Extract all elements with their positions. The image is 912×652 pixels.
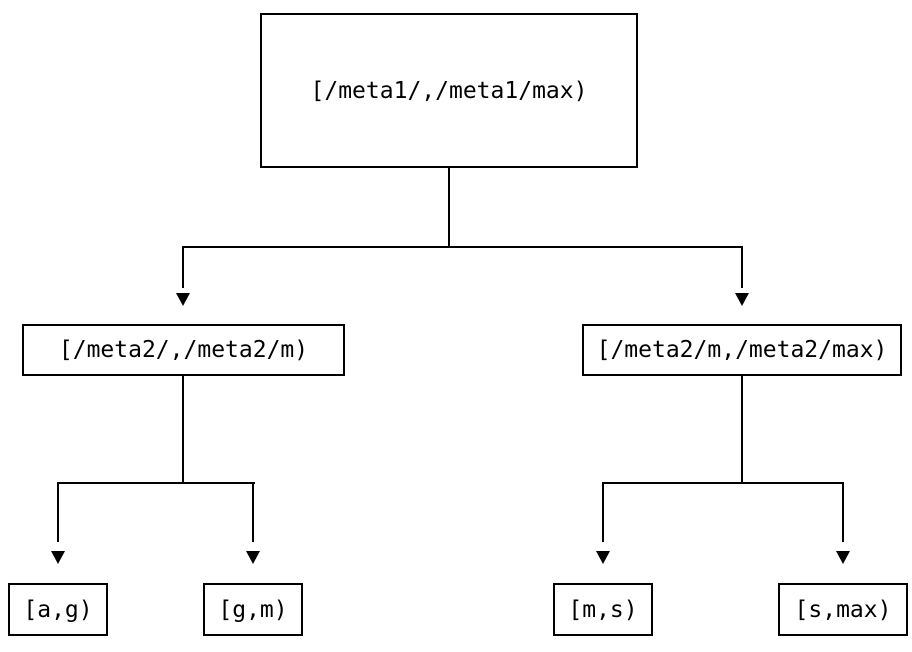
- edge-left-to-ag-line: [57, 482, 59, 542]
- tree-leaf-ms: [m,s): [553, 583, 653, 636]
- edge-root-branch-bar-line: [182, 246, 743, 248]
- edge-left-stem-line: [182, 376, 184, 482]
- edge-left-branch-bar-line: [57, 482, 255, 484]
- arrowhead-down-icon: [51, 551, 65, 564]
- edge-right-to-smax-line: [842, 482, 844, 542]
- arrowhead-down-icon: [735, 293, 749, 306]
- tree-leaf-smax-label: [s,max): [794, 596, 892, 623]
- tree-node-right-label: [/meta2/m,/meta2/max): [596, 337, 888, 363]
- arrowhead-down-icon: [836, 551, 850, 564]
- edge-right-stem-line: [741, 376, 743, 482]
- tree-node-left: [/meta2/,/meta2/m): [22, 324, 345, 376]
- tree-leaf-gm: [g,m): [203, 583, 303, 636]
- tree-node-left-label: [/meta2/,/meta2/m): [58, 337, 309, 363]
- edge-left-to-gm-line: [252, 482, 254, 542]
- tree-node-root-label: [/meta1/,/meta1/max): [310, 77, 588, 104]
- edge-right-to-ms-line: [602, 482, 604, 542]
- tree-leaf-smax: [s,max): [778, 583, 908, 636]
- arrowhead-down-icon: [176, 293, 190, 306]
- edge-root-stem-line: [448, 168, 450, 246]
- edge-root-to-right-line: [741, 246, 743, 288]
- tree-node-right: [/meta2/m,/meta2/max): [582, 324, 902, 376]
- edge-root-to-left-line: [182, 246, 184, 288]
- tree-node-root: [/meta1/,/meta1/max): [260, 13, 638, 168]
- tree-leaf-ag: [a,g): [8, 583, 108, 636]
- arrowhead-down-icon: [246, 551, 260, 564]
- tree-leaf-ms-label: [m,s): [568, 596, 638, 623]
- tree-leaf-gm-label: [g,m): [218, 596, 288, 623]
- tree-leaf-ag-label: [a,g): [23, 596, 93, 623]
- arrowhead-down-icon: [596, 551, 610, 564]
- edge-right-branch-bar-line: [602, 482, 844, 484]
